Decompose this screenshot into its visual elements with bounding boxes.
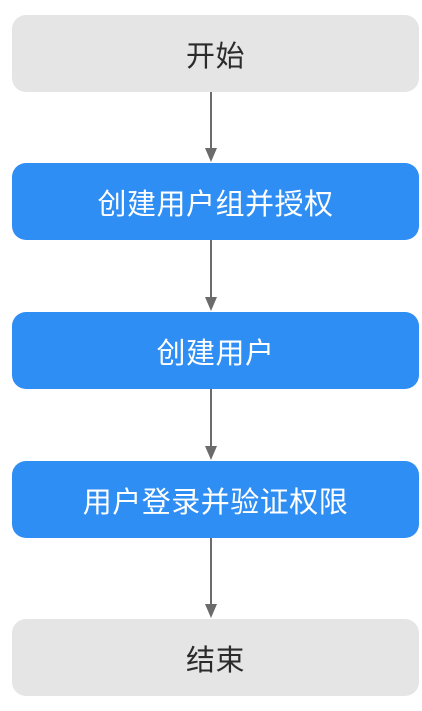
create-user-node: 创建用户 [12, 312, 419, 389]
arrow-step1-to-step2 [203, 240, 219, 312]
arrow-start-to-step1 [203, 92, 219, 163]
end-node-label: 结束 [185, 642, 245, 677]
end-node: 结束 [12, 619, 419, 696]
create-group-and-authorize-node: 创建用户组并授权 [12, 163, 419, 240]
start-node-label: 开始 [185, 38, 245, 73]
create-user-label: 创建用户 [156, 335, 275, 370]
user-login-verify-node: 用户登录并验证权限 [12, 461, 419, 538]
user-login-verify-label: 用户登录并验证权限 [82, 484, 349, 519]
start-node: 开始 [12, 15, 419, 92]
arrow-step3-to-end [203, 538, 219, 619]
create-group-and-authorize-label: 创建用户组并授权 [97, 186, 334, 221]
arrow-step2-to-step3 [203, 389, 219, 461]
